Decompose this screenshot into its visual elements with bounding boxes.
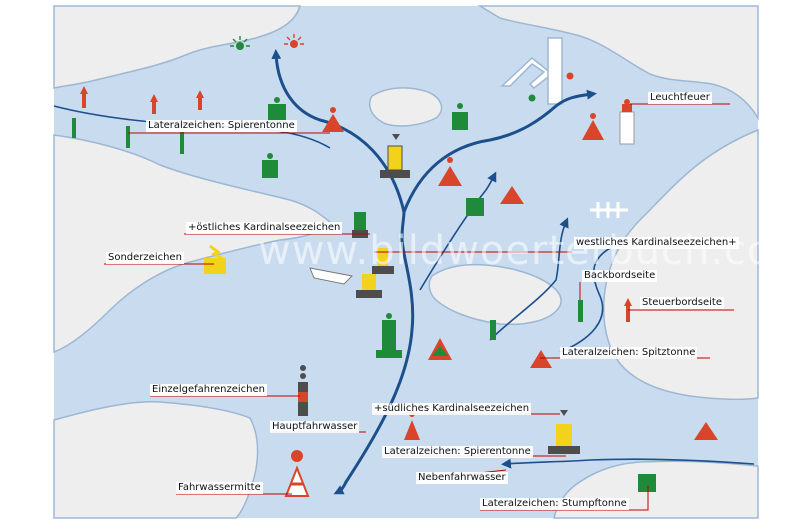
harbour-piers [500, 37, 628, 218]
island-middle [428, 263, 562, 326]
label-lateral-stumpftonne: Lateralzeichen: Stumpftonne [480, 498, 629, 510]
land-top-left [53, 5, 301, 89]
secondary-fairway-river [559, 245, 615, 353]
label-steuerbordseite: Steuerbordseite [640, 297, 724, 309]
label-suedliches-kardinal: +südliches Kardinalseezeichen [372, 403, 532, 415]
label-hauptfahrwasser: Hauptfahrwasser [270, 421, 360, 433]
main-fairway-lower [344, 210, 415, 484]
wreck [309, 267, 354, 285]
special-mark [204, 244, 226, 274]
label-backbordseite: Backbordseite [582, 270, 658, 282]
spitztonne [530, 350, 552, 368]
red-cone-buoy-1 [322, 107, 344, 132]
land-top-right [477, 5, 759, 121]
green-can-buoy-2 [262, 153, 278, 178]
preferred-channel-buoy [428, 338, 452, 360]
land-right [602, 128, 759, 401]
jetty-comb [590, 202, 628, 218]
main-fairway-lower-head [333, 480, 348, 495]
watermark: www.bildwoerterbuch.com [258, 228, 800, 274]
secondary-fairway-right-bay [489, 217, 569, 341]
label-nebenfahrwasser: Nebenfahrwasser [416, 472, 508, 484]
red-cone-buoy-5 [694, 422, 718, 440]
label-lateral-spierentonne-top: Lateralzeichen: Spierentonne [146, 120, 297, 132]
stumpftonne [638, 474, 656, 492]
lighthouse [619, 99, 635, 145]
label-fahrwassermitte: Fahrwassermitte [176, 482, 263, 494]
secondary-fairway-neben [501, 458, 755, 469]
red-cone-buoy-4 [582, 113, 604, 140]
label-lateral-spierentonne-bottom: Lateralzeichen: Spierentonne [382, 446, 533, 458]
cardinal-buoy-south [548, 410, 580, 454]
cardinal-buoy-west [372, 248, 394, 274]
leader-stumpftonne [480, 486, 649, 511]
green-spar-island [490, 320, 496, 340]
label-einzelgefahrenzeichen: Einzelgefahrenzeichen [150, 384, 267, 396]
backbord-spar [578, 300, 583, 322]
harbour-light-red [566, 72, 574, 80]
pier-left [500, 57, 554, 89]
red-spar-buoys-left [80, 86, 204, 114]
label-leuchtfeuer: Leuchtfeuer [648, 92, 712, 104]
secondary-fairway-harbour [419, 171, 497, 291]
green-can-buoy-1 [268, 97, 286, 122]
harbour-light-green [528, 94, 536, 102]
pier-right [547, 37, 563, 105]
green-spar-buoys-left [72, 118, 184, 154]
safe-water-mark [284, 450, 310, 497]
green-pillar-buoy [376, 313, 402, 358]
cardinal-buoy-north [380, 134, 410, 178]
red-cone-buoy-3 [500, 186, 524, 204]
light-red-topleft [284, 34, 304, 48]
label-sonderzeichen: Sonderzeichen [106, 252, 184, 264]
isolated-danger-mark [298, 365, 308, 416]
label-westliches-kardinal: westliches Kardinalseezeichen+ [574, 237, 739, 249]
cardinal-buoy-middle [356, 274, 382, 298]
green-can-buoy-3 [452, 103, 468, 130]
red-cone-buoy-2 [438, 157, 462, 186]
label-oestliches-kardinal: +östliches Kardinalseezeichen [186, 222, 343, 234]
secondary-fairways [53, 105, 755, 469]
land-bottom-left [53, 400, 259, 519]
light-green-topleft [230, 36, 250, 50]
main-fairway-upper-right [402, 89, 597, 214]
island-top [368, 87, 443, 127]
label-lateral-spitztonne: Lateralzeichen: Spitztonne [560, 347, 698, 359]
green-square-buoy [466, 198, 484, 216]
